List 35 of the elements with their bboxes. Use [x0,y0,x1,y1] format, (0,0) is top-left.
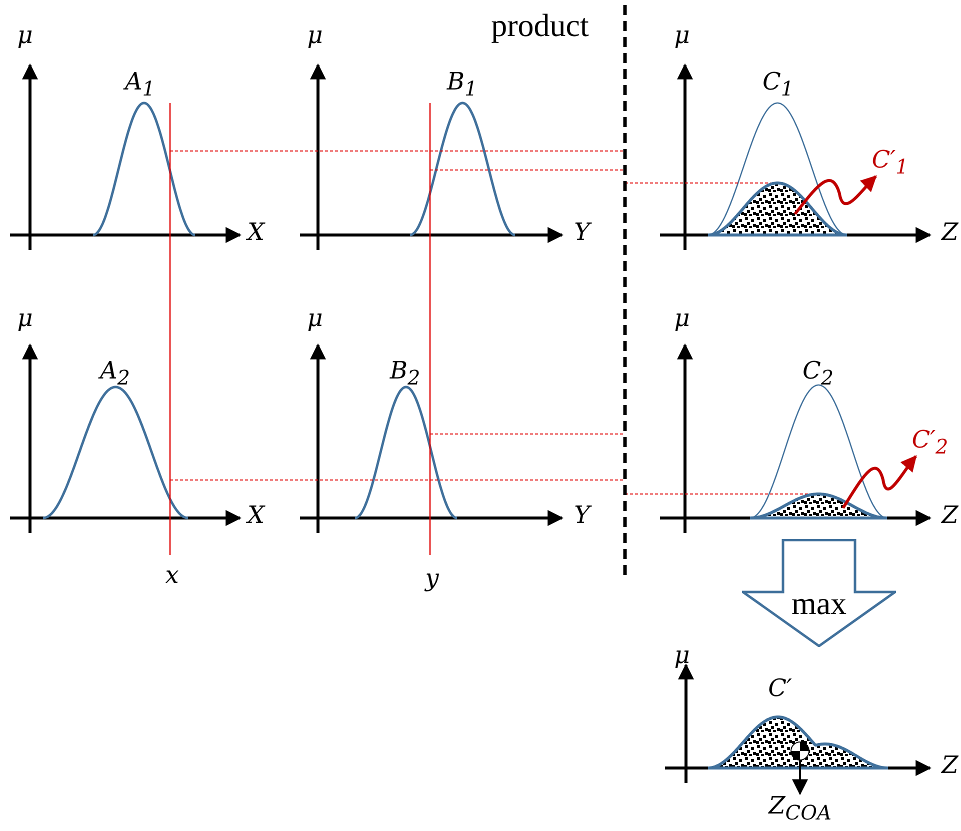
shaded-area [748,492,888,520]
math-label: μ [307,306,323,330]
math-label: A$_{2}$ [100,358,130,388]
math-label: Z [942,220,958,244]
math-label: B$_{2}$ [390,358,420,388]
math-label: μ [674,306,690,330]
math-label: Z [942,753,958,777]
math-label: μ [17,306,33,330]
centroid-icon [790,742,810,760]
block-arrow [742,539,896,647]
arrow [842,455,917,509]
math-label: C$_{2}$ [802,358,834,388]
math-label: Z [942,503,958,527]
math-label: μ [674,23,690,47]
math-label: Y [574,503,590,527]
arrow [792,760,808,796]
math-label: X [247,220,265,244]
math-label: C′ [768,676,792,700]
math-label: C$_{1}$ [762,70,794,98]
arrow [794,175,877,215]
math-label: Y [574,220,590,244]
shaded-area [706,182,848,236]
math-label: product [491,9,589,41]
math-label: B$_{1}$ [446,70,478,98]
math-label: μ [17,23,33,47]
math-label: C′$_{2}$ [912,428,948,456]
math-label: X [247,503,265,527]
math-label: x [165,563,179,587]
math-label: A$_{1}$ [124,70,156,98]
math-label: μ [674,643,690,667]
math-label: μ [307,23,323,47]
math-label: y [425,566,439,590]
math-label: C′$_{1}$ [872,148,908,176]
math-label: Z$_{COA}$ [768,794,832,822]
arrow-label: max [790,587,848,619]
